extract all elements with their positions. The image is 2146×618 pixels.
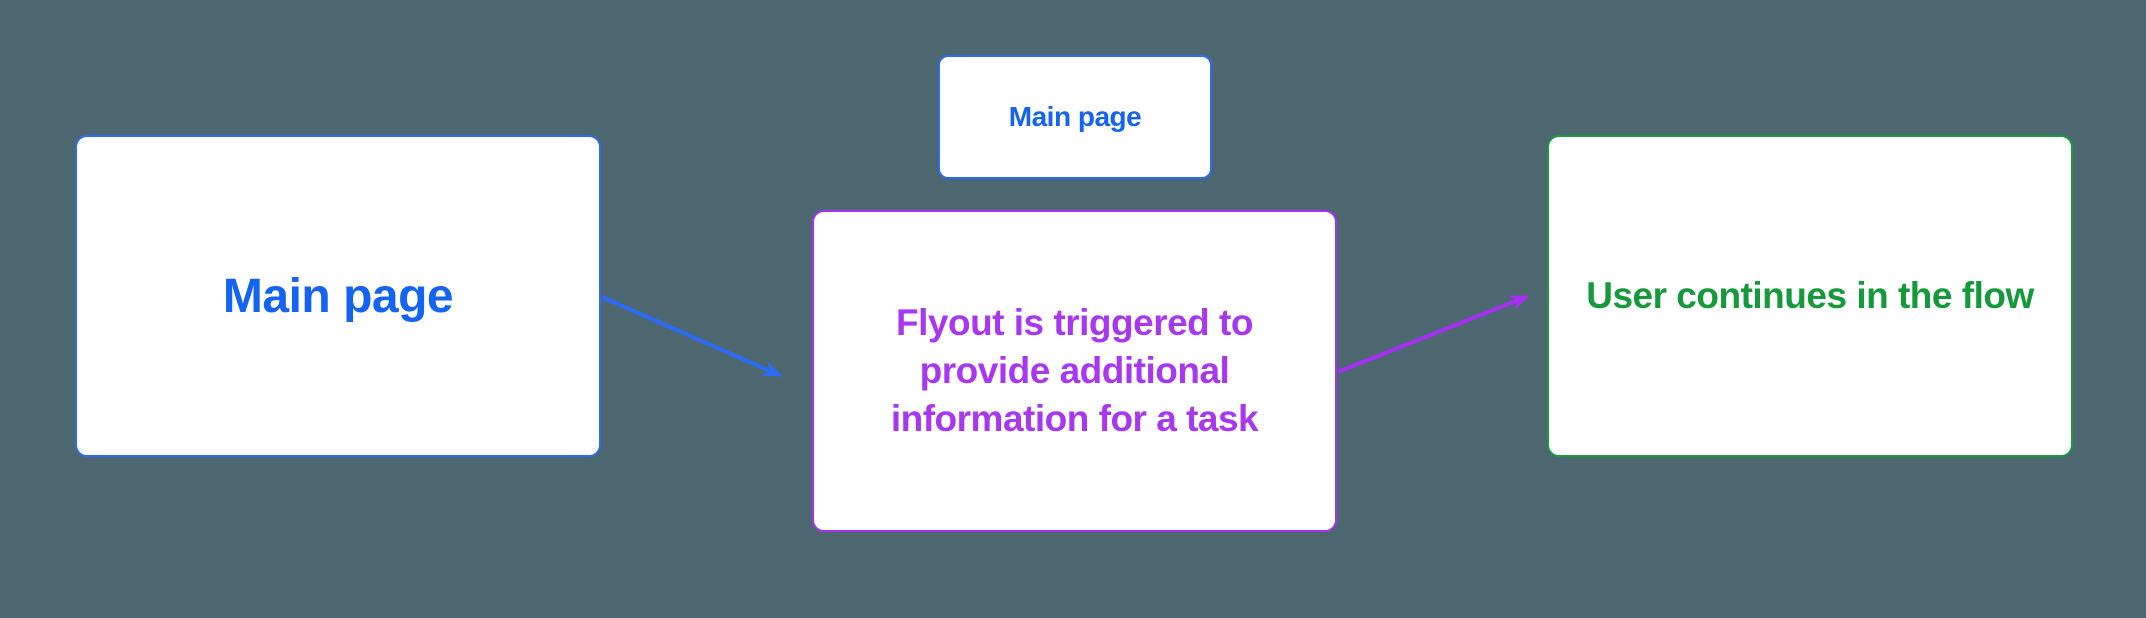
node-flyout-label: Flyout is triggered to provide additiona… [890, 302, 1259, 439]
connector-main-page-to-flyout [601, 295, 783, 377]
node-main-page-label: Main page [222, 269, 454, 323]
connector-flyout-to-user-continues [1337, 295, 1530, 374]
node-user-continues-label: User continues in the flow [1586, 275, 2034, 316]
node-user-continues: User continues in the flow [1547, 135, 2073, 457]
node-main-page-flyout-origin: Main page [938, 55, 1212, 179]
node-main-page: Main page [75, 135, 601, 457]
node-main-page-flyout-origin-label: Main page [1008, 101, 1142, 132]
node-flyout: Flyout is triggered to provide additiona… [812, 210, 1337, 532]
